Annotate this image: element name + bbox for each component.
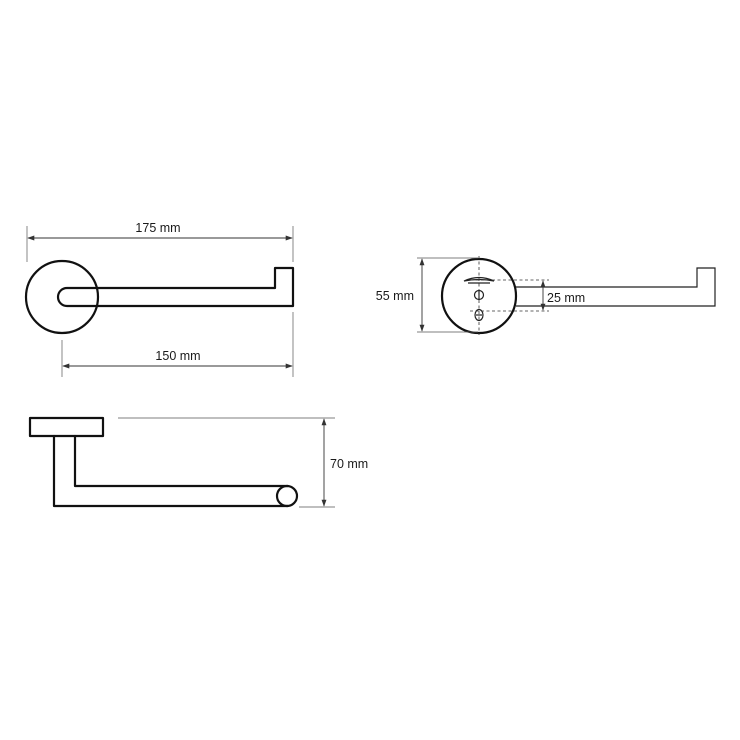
rear-arm-outline	[516, 267, 716, 307]
top-arm-end-cap	[275, 484, 299, 508]
dimension-label-55: 55 mm	[376, 289, 414, 303]
top-arm-outline	[52, 434, 290, 508]
top-view: 70 mm	[28, 416, 368, 508]
front-arm-outline	[56, 266, 295, 308]
dimension-label-150: 150 mm	[155, 349, 200, 363]
front-view: 175 mm 150 mm	[24, 221, 295, 377]
dimension-label-70: 70 mm	[330, 457, 368, 471]
dimension-label-175: 175 mm	[135, 221, 180, 235]
front-rosette-circle	[24, 259, 100, 335]
dimension-label-25: 25 mm	[547, 291, 585, 305]
lower-screw-hole	[474, 308, 484, 322]
top-mounting-plate	[28, 416, 105, 438]
rear-view: 55 mm 25 mm	[376, 256, 716, 335]
